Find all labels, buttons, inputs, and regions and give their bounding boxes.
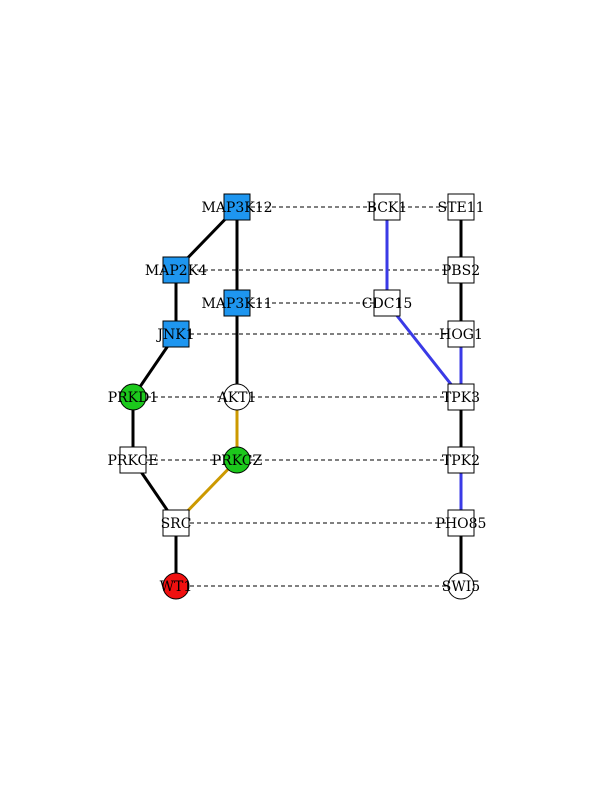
node-square	[162, 256, 190, 284]
node-ste11: STE11	[438, 193, 485, 221]
node-tpk2: TPK2	[442, 446, 480, 474]
node-square	[447, 256, 475, 284]
node-label: STE11	[438, 200, 485, 216]
node-map3k12: MAP3K12	[201, 193, 273, 221]
node-square	[447, 193, 475, 221]
node-label: PRKD1	[108, 390, 159, 406]
node-circle	[162, 572, 190, 600]
node-circle	[119, 383, 147, 411]
node-square	[373, 289, 401, 317]
edge-cdc15-tpk3	[385, 302, 463, 398]
node-swi5: SWI5	[442, 572, 480, 600]
node-label: JNK1	[155, 327, 194, 343]
node-label: WT1	[160, 579, 193, 595]
node-wt1: WT1	[160, 572, 193, 600]
node-jnk1: JNK1	[155, 320, 195, 348]
node-square	[162, 509, 190, 537]
node-label: PRKCZ	[212, 453, 263, 469]
node-hog1: HOG1	[439, 320, 483, 348]
node-label: TPK3	[442, 390, 480, 406]
node-prkcz: PRKCZ	[212, 446, 263, 474]
node-label: PRKCE	[108, 453, 159, 469]
node-src: SRC	[161, 509, 192, 537]
node-label: PBS2	[442, 263, 480, 279]
node-square	[373, 193, 401, 221]
node-circle	[447, 572, 475, 600]
node-bck1: BCK1	[367, 193, 408, 221]
node-square	[447, 320, 475, 348]
node-label: MAP2K4	[145, 263, 207, 279]
node-label: MAP3K12	[201, 200, 272, 216]
node-label: AKT1	[217, 390, 257, 406]
node-akt1: AKT1	[217, 383, 257, 411]
node-square	[162, 320, 190, 348]
node-pbs2: PBS2	[442, 256, 480, 284]
node-map3k11: MAP3K11	[201, 289, 273, 317]
node-square	[447, 383, 475, 411]
node-label: PHO85	[436, 516, 487, 532]
node-label: CDC15	[362, 296, 412, 312]
node-square	[223, 193, 251, 221]
node-cdc15: CDC15	[362, 289, 412, 317]
node-tpk3: TPK3	[442, 383, 480, 411]
node-label: MAP3K11	[201, 296, 272, 312]
node-square	[119, 446, 147, 474]
node-label: BCK1	[367, 200, 408, 216]
node-pho85: PHO85	[436, 509, 487, 537]
node-circle	[223, 446, 251, 474]
node-square	[223, 289, 251, 317]
node-label: SRC	[161, 516, 192, 532]
node-label: SWI5	[442, 579, 480, 595]
node-prkd1: PRKD1	[108, 383, 159, 411]
node-label: TPK2	[442, 453, 480, 469]
node-label: HOG1	[439, 327, 483, 343]
node-square	[447, 446, 475, 474]
node-circle	[223, 383, 251, 411]
node-map2k4: MAP2K4	[145, 256, 207, 284]
node-prkce: PRKCE	[108, 446, 159, 474]
node-square	[447, 509, 475, 537]
